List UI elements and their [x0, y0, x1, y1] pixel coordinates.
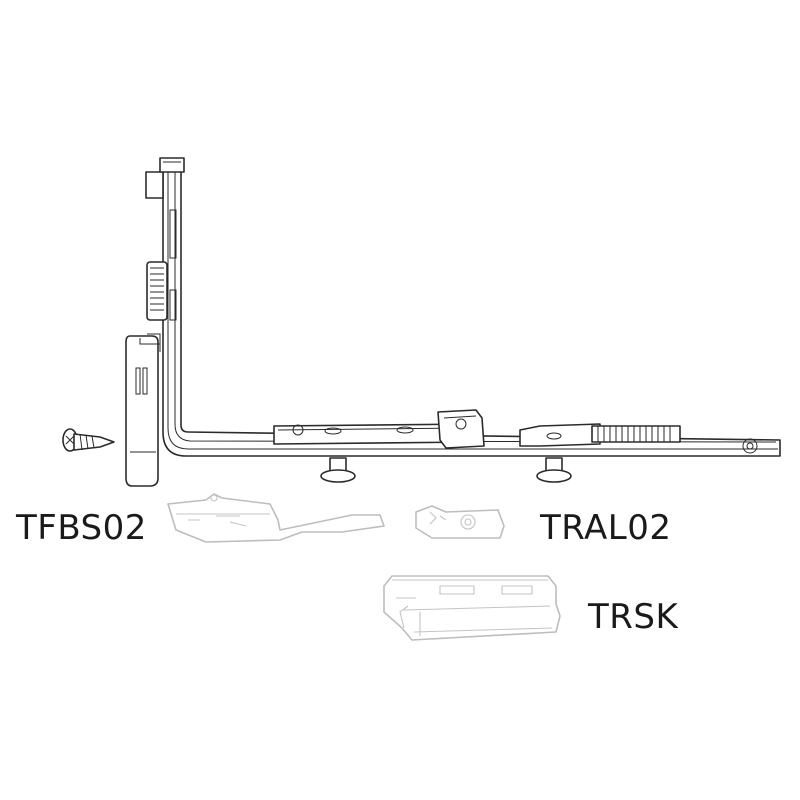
- keeper-part-grey: [383, 575, 561, 641]
- slider-part-grey: [415, 505, 505, 539]
- label-tral02: TRAL02: [540, 508, 672, 548]
- cam-right: [536, 457, 572, 483]
- cam-left: [320, 457, 356, 483]
- guide-part-grey: [167, 493, 385, 543]
- screw-tfbs02-drawing: [62, 428, 115, 452]
- corner-drive-assembly: [125, 157, 781, 487]
- label-tfbs02: TFBS02: [16, 508, 147, 548]
- label-trsk: TRSK: [588, 597, 679, 637]
